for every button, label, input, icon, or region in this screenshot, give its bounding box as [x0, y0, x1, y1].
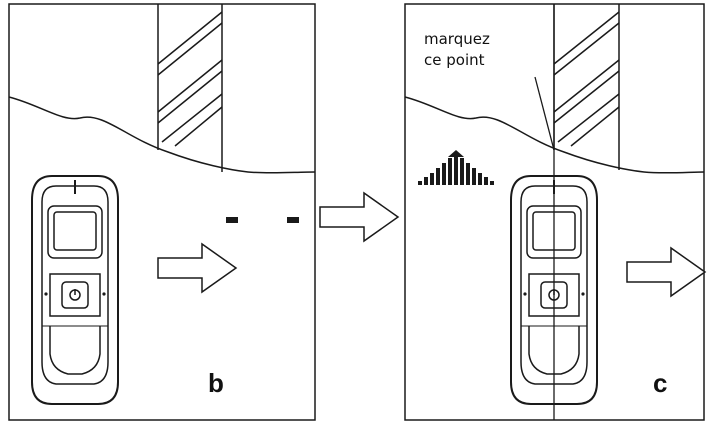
next-step-arrow	[319, 192, 399, 242]
signal-strength-icon	[418, 150, 494, 185]
callout-line-1: marquez	[424, 30, 490, 48]
indicator-dash-left	[226, 217, 238, 223]
panel-c-label: c	[653, 368, 668, 398]
stud-finder-device	[31, 175, 119, 405]
indicator-dash-right	[287, 217, 299, 223]
wall-edge-curve	[8, 96, 316, 174]
wall-edge-curve	[404, 96, 705, 174]
panel-c	[404, 3, 706, 421]
panel-b-label: b	[208, 368, 224, 398]
callout-leader	[534, 76, 555, 151]
callout-line-2: ce point	[424, 51, 485, 69]
panel-b	[8, 3, 316, 421]
stud-hatch	[157, 4, 223, 172]
